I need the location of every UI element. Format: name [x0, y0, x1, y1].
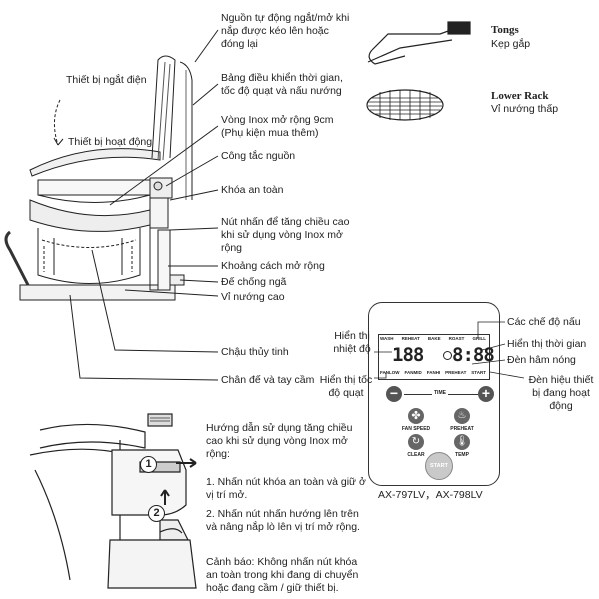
model-number: AX-797LV，AX-798LV — [378, 489, 483, 501]
rack-subtitle: Vỉ nướng thấp — [491, 103, 559, 115]
lcd-mode-bake: BAKE — [427, 336, 441, 341]
label-glass-bowl: Chậu thủy tinh — [221, 346, 289, 358]
start-button[interactable]: START — [425, 452, 453, 480]
clear-button[interactable]: ↻ — [408, 434, 424, 450]
temp-button[interactable]: 🌡 — [454, 434, 470, 450]
label-base-handle: Chân đế và tay cầm — [221, 374, 315, 386]
label-control-panel: Bảng điều khiển thời gian, tốc độ quạt v… — [221, 72, 343, 97]
lcd-mode-reheat: REHEAT — [401, 336, 420, 341]
plus-button[interactable]: + — [478, 386, 494, 402]
label-raise-button: Nút nhấn để tăng chiều cao khi sử dụng v… — [221, 216, 350, 254]
minus-button[interactable]: − — [386, 386, 402, 402]
label-anti-slip: Đế chống ngã — [221, 276, 287, 288]
lcd-fanlow: FANLOW — [380, 370, 400, 375]
label-time-display: Hiển thị thời gian — [507, 338, 587, 350]
step-2-badge: 2 — [148, 505, 165, 522]
time-label: TIME — [432, 390, 448, 396]
lcd-temp-value: 188 — [392, 344, 424, 366]
lcd-mode-row: WASH REHEAT BAKE ROAST GRILL — [380, 336, 486, 341]
label-temp-display: Hiển thị nhiệt độ — [333, 330, 371, 355]
lcd-fanhi: FANHI — [426, 370, 441, 375]
lcd-fanmid: FANMID — [404, 370, 422, 375]
label-auto-off: Nguồn tự động ngắt/mở khi nắp được kéo l… — [221, 12, 350, 50]
label-power-switch: Công tắc nguồn — [221, 150, 296, 162]
label-fan-display: Hiển thị tốc độ quạt — [319, 374, 373, 399]
label-safety-lock: Khóa an toàn — [221, 184, 284, 196]
tongs-subtitle: Kẹp gắp — [491, 38, 531, 50]
label-device-on: Thiết bị hoạt động — [68, 136, 153, 148]
label-extension-gap: Khoảng cách mở rộng — [221, 260, 325, 272]
rack-title: Lower Rack — [491, 90, 549, 102]
preheat-button[interactable]: ♨ — [454, 408, 470, 424]
instructions-warning: Cảnh báo: Không nhấn nút khóa an toàn tr… — [206, 556, 359, 594]
lcd-start: START — [471, 370, 486, 375]
clear-label: CLEAR — [407, 452, 425, 458]
lcd-mode-roast: ROAST — [448, 336, 465, 341]
fan-speed-label: FAN SPEED — [401, 426, 431, 432]
fan-speed-button[interactable]: ✤ — [408, 408, 424, 424]
lcd-mode-wash: WASH — [380, 336, 394, 341]
label-extender-ring: Vòng Inox mở rộng 9cm (Phụ kiện mua thêm… — [221, 114, 334, 139]
label-heat-lamp: Đèn hâm nóng — [507, 354, 576, 366]
lcd-display — [378, 334, 490, 380]
lower-rack-drawing — [366, 89, 444, 121]
lcd-preheat: PREHEAT — [445, 370, 467, 375]
label-modes: Các chế độ nấu — [507, 316, 581, 328]
label-device-off: Thiết bị ngắt điện — [66, 74, 147, 86]
label-high-rack: Vỉ nướng cao — [221, 291, 285, 303]
temp-label: TEMP — [455, 452, 469, 458]
lcd-mode-grill: GRILL — [472, 336, 487, 341]
tongs-title: Tongs — [491, 24, 519, 36]
step-1-badge: 1 — [140, 456, 157, 473]
instructions-step-2: 2. Nhấn nút nhấn hướng lên trên và nâng … — [206, 508, 360, 533]
lcd-bottom-row: FANLOW FANMID FANHI PREHEAT START — [380, 370, 486, 375]
preheat-label: PREHEAT — [450, 426, 474, 432]
instructions-step-1: 1. Nhấn nút khóa an toàn và giữ ở vị trí… — [206, 476, 366, 501]
label-active-lamp: Đèn hiệu thiết bị đang hoạt động — [528, 374, 594, 412]
clock-icon — [443, 351, 452, 360]
tongs-drawing — [367, 21, 471, 65]
instructions-title: Hướng dẫn sử dụng tăng chiều cao khi sử … — [206, 422, 353, 460]
